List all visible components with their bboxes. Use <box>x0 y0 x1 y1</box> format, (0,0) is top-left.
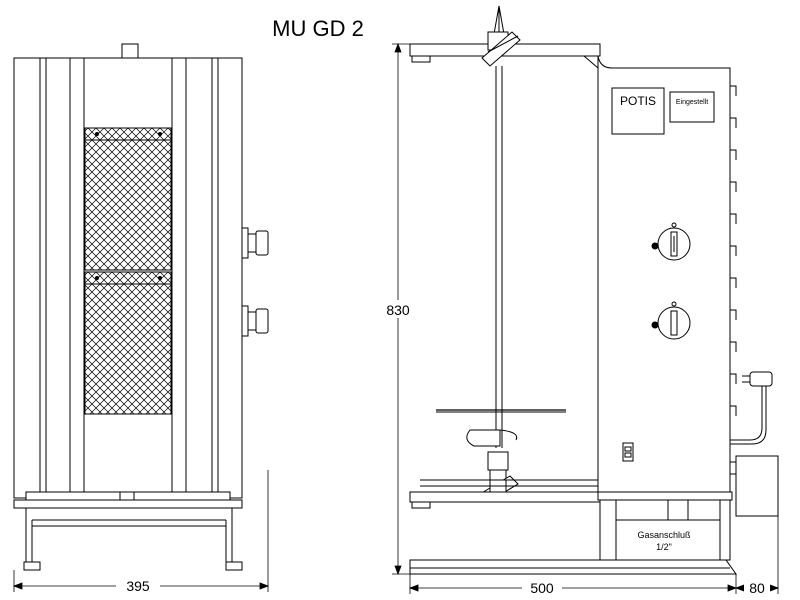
side-control-knob-lower <box>651 301 691 340</box>
dimension-height-label: 830 <box>386 302 410 318</box>
gas-connection-size: 1/2" <box>656 542 672 552</box>
dimension-side-depth-label: 500 <box>530 580 554 596</box>
status-label: Eingestellt <box>676 99 708 106</box>
front-control-knob-upper <box>241 227 269 259</box>
brand-label: POTIS <box>620 94 656 108</box>
dimension-front-width-label: 395 <box>126 578 150 594</box>
dimension-gas-box-label: 80 <box>749 580 765 596</box>
gas-connection-label: Gasanschluß <box>637 530 691 540</box>
front-control-knob-lower <box>241 305 269 337</box>
dimension-height <box>380 42 416 576</box>
burner-mesh-upper <box>84 127 172 271</box>
side-view <box>409 5 779 575</box>
power-plug <box>730 371 773 445</box>
dimension-front-width <box>12 470 270 592</box>
brand-plate <box>611 87 665 135</box>
side-vent-fins <box>730 85 737 416</box>
front-view <box>13 43 269 571</box>
igniter-button <box>622 442 634 462</box>
gas-connection-box <box>735 455 779 517</box>
drawing-title: MU GD 2 <box>272 16 364 41</box>
status-plate <box>669 91 715 123</box>
dimension-side-depth <box>408 516 780 594</box>
burner-mesh-lower <box>84 271 172 415</box>
